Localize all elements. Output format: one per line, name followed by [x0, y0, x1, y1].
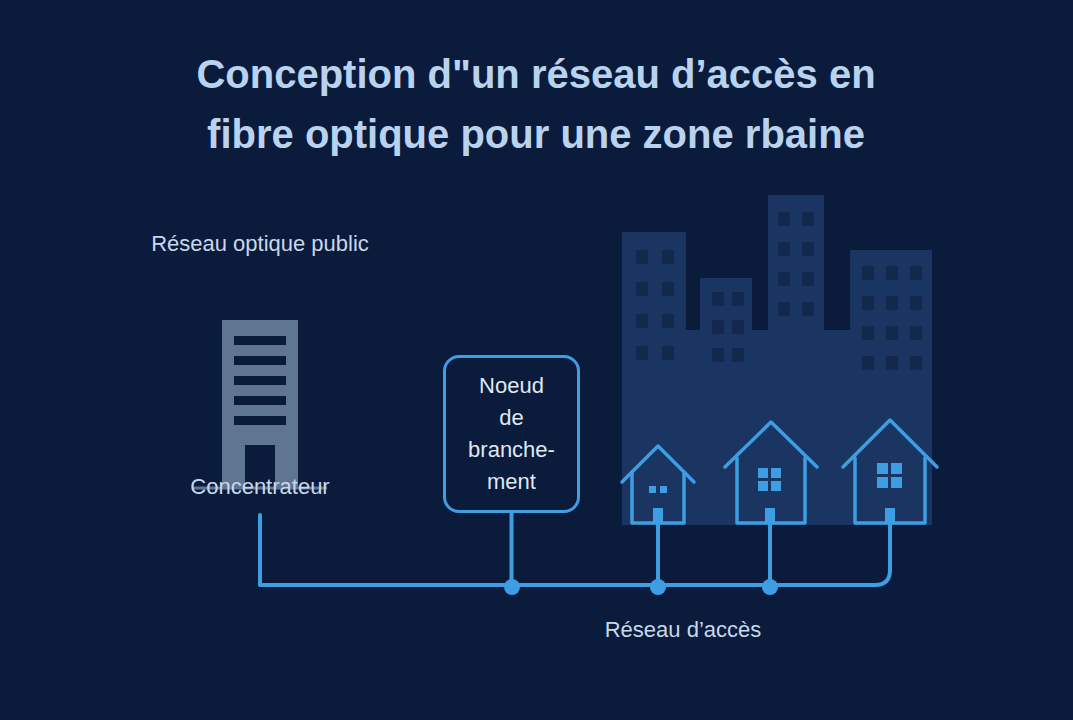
branch-node-box: Noeud de branche- ment — [443, 355, 580, 513]
house-icons — [622, 420, 937, 524]
fiber-connector — [260, 513, 512, 585]
concentrator-node: Réseau optique publicConcentrateur — [150, 228, 370, 515]
city-windows — [636, 212, 922, 370]
node-label: Concentrateur — [150, 471, 370, 503]
junction-dots — [504, 579, 778, 595]
network-label: Réseau d’accès — [605, 615, 762, 645]
node-text: Noeud de branche- ment — [466, 370, 557, 498]
diagram-title: Conception d"un réseau d’accès en fibre … — [36, 44, 1036, 164]
city-silhouette — [622, 195, 932, 525]
node-text: Réseau optique public — [150, 228, 370, 260]
access-bus-line — [512, 524, 890, 585]
concentrator-building — [193, 320, 327, 488]
